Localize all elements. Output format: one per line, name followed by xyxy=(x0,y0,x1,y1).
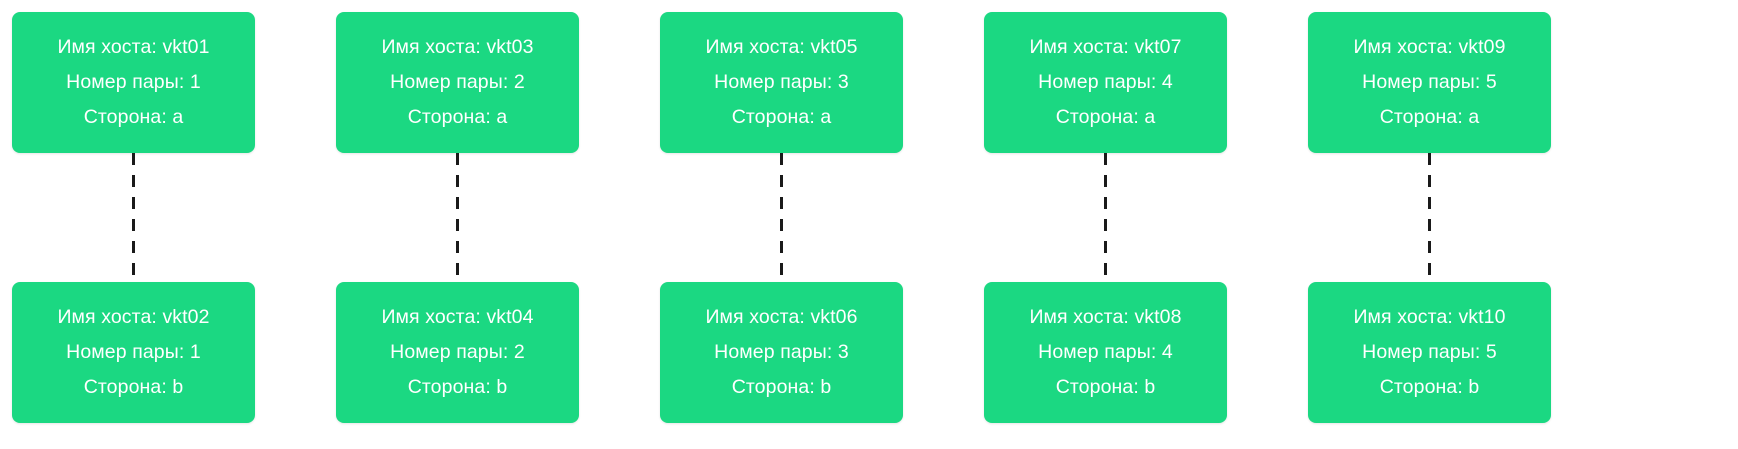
pair-number-label: Номер пары: 4 xyxy=(1038,341,1173,363)
side-label: Сторона: a xyxy=(1379,106,1480,128)
side-label: Сторона: b xyxy=(1379,376,1480,398)
pair-connector-4 xyxy=(1104,153,1107,282)
pair-column-4: Имя хоста: vkt07 Номер пары: 4 Сторона: … xyxy=(984,0,1227,449)
pair-connector-2 xyxy=(456,153,459,282)
side-label: Сторона: b xyxy=(731,376,832,398)
pair-number-label: Номер пары: 1 xyxy=(66,341,201,363)
host-node-vkt03[interactable]: Имя хоста: vkt03 Номер пары: 2 Сторона: … xyxy=(336,12,579,153)
host-node-vkt01[interactable]: Имя хоста: vkt01 Номер пары: 1 Сторона: … xyxy=(12,12,255,153)
host-node-vkt08[interactable]: Имя хоста: vkt08 Номер пары: 4 Сторона: … xyxy=(984,282,1227,423)
pair-number-label: Номер пары: 3 xyxy=(714,341,849,363)
pair-number-label: Номер пары: 5 xyxy=(1362,71,1497,93)
side-label: Сторона: a xyxy=(407,106,508,128)
hostname-label: Имя хоста: vkt03 xyxy=(381,36,534,58)
hostname-label: Имя хоста: vkt07 xyxy=(1029,36,1182,58)
host-node-vkt05[interactable]: Имя хоста: vkt05 Номер пары: 3 Сторона: … xyxy=(660,12,903,153)
side-label: Сторона: b xyxy=(407,376,508,398)
pair-number-label: Номер пары: 4 xyxy=(1038,71,1173,93)
side-label: Сторона: b xyxy=(83,376,184,398)
host-node-vkt09[interactable]: Имя хоста: vkt09 Номер пары: 5 Сторона: … xyxy=(1308,12,1551,153)
host-node-vkt07[interactable]: Имя хоста: vkt07 Номер пары: 4 Сторона: … xyxy=(984,12,1227,153)
hostname-label: Имя хоста: vkt04 xyxy=(381,306,534,328)
pair-number-label: Номер пары: 5 xyxy=(1362,341,1497,363)
pair-connector-5 xyxy=(1428,153,1431,282)
side-label: Сторона: a xyxy=(731,106,832,128)
host-node-vkt04[interactable]: Имя хоста: vkt04 Номер пары: 2 Сторона: … xyxy=(336,282,579,423)
hostname-label: Имя хоста: vkt06 xyxy=(705,306,858,328)
pair-column-5: Имя хоста: vkt09 Номер пары: 5 Сторона: … xyxy=(1308,0,1551,449)
pair-number-label: Номер пары: 1 xyxy=(66,71,201,93)
pair-column-2: Имя хоста: vkt03 Номер пары: 2 Сторона: … xyxy=(336,0,579,449)
side-label: Сторона: b xyxy=(1055,376,1156,398)
host-node-vkt02[interactable]: Имя хоста: vkt02 Номер пары: 1 Сторона: … xyxy=(12,282,255,423)
side-label: Сторона: a xyxy=(83,106,184,128)
hostname-label: Имя хоста: vkt01 xyxy=(57,36,210,58)
pair-connector-3 xyxy=(780,153,783,282)
side-label: Сторона: a xyxy=(1055,106,1156,128)
hostname-label: Имя хоста: vkt02 xyxy=(57,306,210,328)
pair-number-label: Номер пары: 2 xyxy=(390,341,525,363)
hostname-label: Имя хоста: vkt05 xyxy=(705,36,858,58)
pair-number-label: Номер пары: 2 xyxy=(390,71,525,93)
host-node-vkt06[interactable]: Имя хоста: vkt06 Номер пары: 3 Сторона: … xyxy=(660,282,903,423)
hostname-label: Имя хоста: vkt09 xyxy=(1353,36,1506,58)
pair-column-1: Имя хоста: vkt01 Номер пары: 1 Сторона: … xyxy=(12,0,255,449)
hostname-label: Имя хоста: vkt10 xyxy=(1353,306,1506,328)
host-node-vkt10[interactable]: Имя хоста: vkt10 Номер пары: 5 Сторона: … xyxy=(1308,282,1551,423)
pair-column-3: Имя хоста: vkt05 Номер пары: 3 Сторона: … xyxy=(660,0,903,449)
hostname-label: Имя хоста: vkt08 xyxy=(1029,306,1182,328)
pair-number-label: Номер пары: 3 xyxy=(714,71,849,93)
pair-connector-1 xyxy=(132,153,135,282)
